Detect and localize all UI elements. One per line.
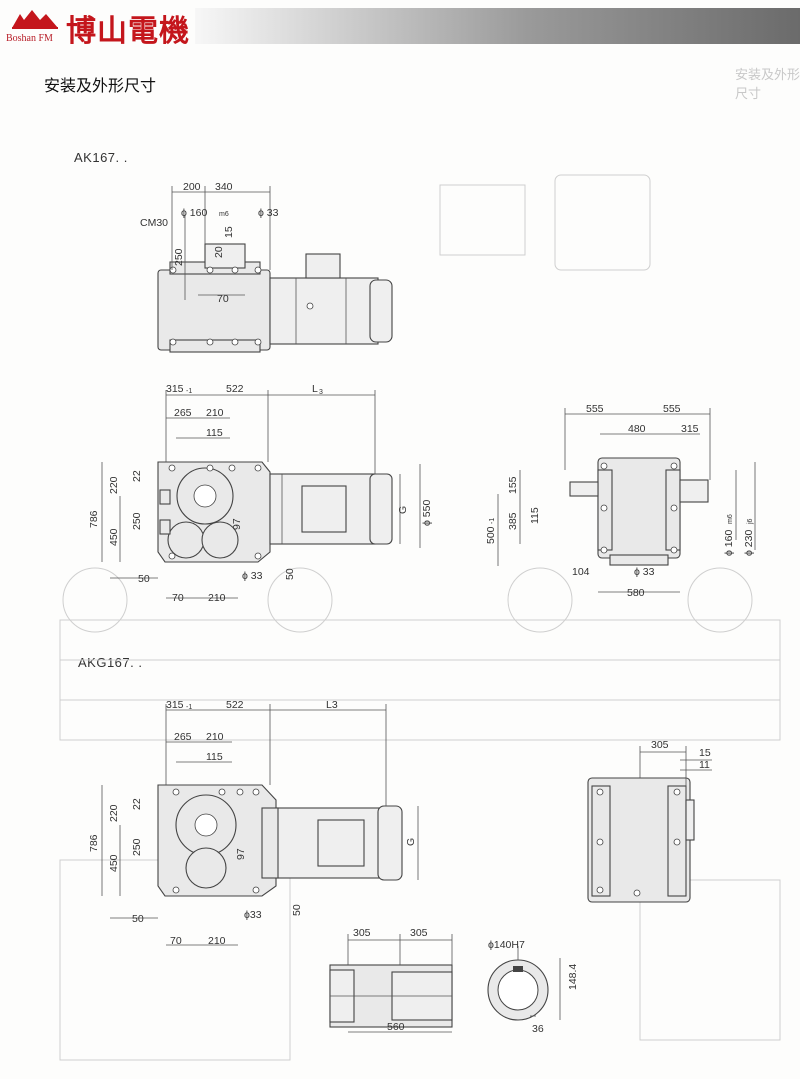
dim-phi160-tol: m6 xyxy=(219,211,229,218)
akg167-side-view: 305 15 11 xyxy=(587,739,712,903)
dim-305-left: 305 xyxy=(353,927,371,939)
dim-22: 22 xyxy=(131,798,143,810)
dim-522: 522 xyxy=(226,699,244,711)
dim-250: 250 xyxy=(131,512,143,530)
dim-phi550: ϕ 550 xyxy=(421,500,433,526)
dim-50-right: 50 xyxy=(291,904,303,916)
dim-70: 70 xyxy=(217,293,229,305)
dim-210: 210 xyxy=(206,407,224,419)
dim-250: 250 xyxy=(173,248,185,266)
dim-phi140: ϕ140H7 xyxy=(488,939,525,951)
dim-450: 450 xyxy=(108,528,120,546)
dim-560: 560 xyxy=(387,1021,405,1033)
dim-555-right: 555 xyxy=(663,403,681,415)
dim-50: 50 xyxy=(138,573,150,585)
dim-97: 97 xyxy=(231,518,243,530)
dim-phi160: ϕ 160 xyxy=(723,530,735,556)
model-label-ak167: AK167. . xyxy=(74,150,128,165)
bleed-through-title: 安装及外形尺寸 xyxy=(735,67,800,101)
dim-50-right: 50 xyxy=(284,568,296,580)
dim-265: 265 xyxy=(174,407,192,419)
dim-210-bottom: 210 xyxy=(208,592,226,604)
dim-phi160-tol: m6 xyxy=(727,514,734,524)
dim-305: 305 xyxy=(651,739,669,751)
dim-g: G xyxy=(405,838,417,846)
dim-210: 210 xyxy=(206,731,224,743)
dim-phi230-tol: j6 xyxy=(747,518,754,525)
ak167-side-view: 555 555 480 315 155 385 115 500 -1 ϕ 160… xyxy=(485,403,756,599)
dim-148-4: 148.4 xyxy=(567,964,579,990)
header: Boshan FM 博山電機 xyxy=(0,0,800,50)
dim-315: 315 xyxy=(681,423,699,435)
brand-chinese: 博山電機 xyxy=(66,14,190,49)
dim-phi33: ϕ 33 xyxy=(242,570,263,582)
dim-500-tol: -1 xyxy=(489,518,496,524)
dim-15: 15 xyxy=(699,747,711,759)
dim-155: 155 xyxy=(507,476,519,494)
dim-l3: L3 xyxy=(326,699,338,711)
dim-265: 265 xyxy=(174,731,192,743)
page-title: 安装及外形尺寸 xyxy=(44,78,157,95)
dim-97: 97 xyxy=(235,848,247,860)
bleed-through-drawings xyxy=(59,174,781,1061)
dim-555-left: 555 xyxy=(586,403,604,415)
dim-786: 786 xyxy=(88,834,100,852)
dim-340: 340 xyxy=(215,181,233,193)
model-label-akg167: AKG167. . xyxy=(78,655,143,670)
ak167-front-view: 315 -1 522 L 3 265 210 115 220 22 786 45… xyxy=(88,383,433,604)
dim-50: 50 xyxy=(132,913,144,925)
dim-315-tol: -1 xyxy=(186,704,192,711)
dim-104: 104 xyxy=(572,566,590,578)
dim-cm30: CM30 xyxy=(140,217,168,229)
header-gradient-bar xyxy=(195,8,800,44)
dim-305-right: 305 xyxy=(410,927,428,939)
dim-phi33: ϕ 33 xyxy=(634,566,655,578)
dim-phi33: ϕ33 xyxy=(244,909,262,921)
dim-450: 450 xyxy=(108,854,120,872)
dim-220: 220 xyxy=(108,804,120,822)
dim-580: 580 xyxy=(627,587,645,599)
dim-15: 15 xyxy=(223,226,235,238)
dim-l3: L xyxy=(312,383,318,395)
dim-315: 315 xyxy=(166,383,184,395)
ak167-top-view: 200 340 CM30 ϕ 160 m6 ϕ 33 250 20 15 70 xyxy=(140,181,393,353)
akg167-shaft-details: 305 305 560 ϕ140H7 148.4 36 xyxy=(329,927,579,1035)
dim-200: 200 xyxy=(183,181,201,193)
dim-220: 220 xyxy=(108,476,120,494)
dim-115: 115 xyxy=(206,427,223,439)
dim-70: 70 xyxy=(170,935,182,947)
dim-11: 11 xyxy=(699,759,710,771)
dim-phi160: ϕ 160 xyxy=(181,207,207,219)
dim-315-tol: -1 xyxy=(186,388,192,395)
dim-l3-sub: 3 xyxy=(319,389,323,396)
brand-english: Boshan FM xyxy=(6,33,53,44)
dim-20: 20 xyxy=(213,246,225,258)
dim-210-bottom: 210 xyxy=(208,935,226,947)
dim-500: 500 xyxy=(485,526,497,544)
dim-250: 250 xyxy=(131,838,143,856)
dim-36: 36 xyxy=(532,1023,544,1035)
dim-522: 522 xyxy=(226,383,244,395)
dim-phi230: ϕ 230 xyxy=(743,530,755,556)
dim-385: 385 xyxy=(507,512,519,530)
dim-786: 786 xyxy=(88,510,100,528)
dim-480: 480 xyxy=(628,423,646,435)
dim-115: 115 xyxy=(529,507,541,524)
dim-70: 70 xyxy=(172,592,184,604)
dim-phi33: ϕ 33 xyxy=(258,207,279,219)
dim-115: 115 xyxy=(206,751,223,763)
factory-logo-icon xyxy=(12,10,58,29)
akg167-front-view: 315 -1 522 L3 265 210 115 220 22 786 450… xyxy=(88,699,419,947)
dim-g: G xyxy=(397,506,409,514)
dim-315: 315 xyxy=(166,699,184,711)
dim-22: 22 xyxy=(131,470,143,482)
